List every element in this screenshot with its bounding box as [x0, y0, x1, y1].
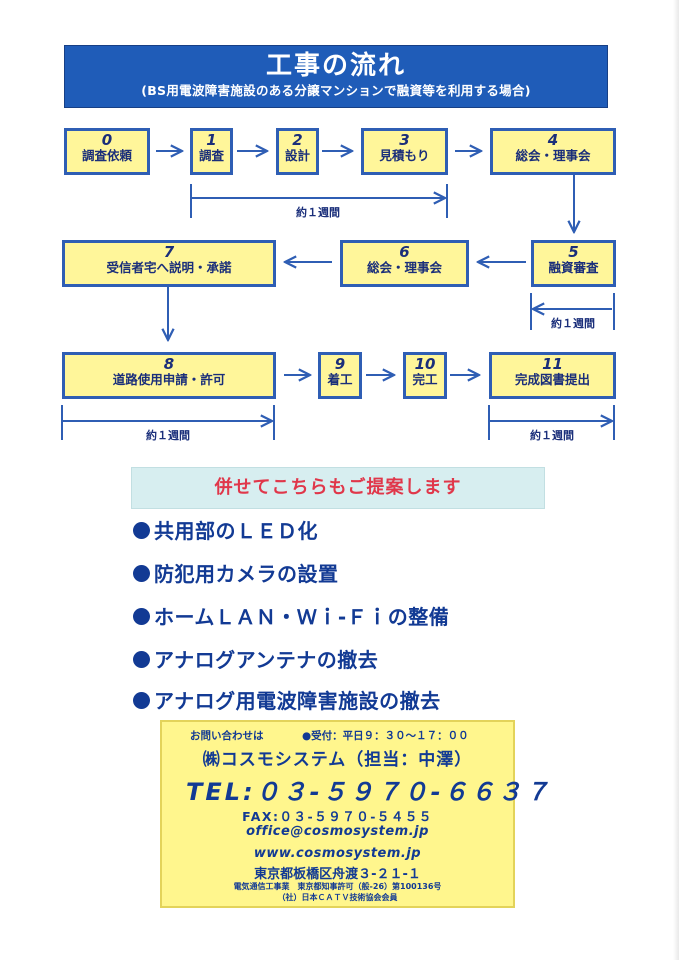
step-box-1: 1 調査 [190, 128, 233, 175]
step-box-2: 2 設計 [276, 128, 319, 175]
association-membership: （社）日本ＣＡＴＶ技術協会会員 [277, 893, 398, 902]
step-label: 見積もり [379, 148, 430, 163]
proposal-item-text: ホームＬＡＮ・Ｗｉ-Ｆｉの整備 [154, 605, 450, 629]
step-box-9: 9 着工 [318, 352, 362, 399]
duration-label-docs: 約１週間 [530, 429, 574, 442]
step-label: 融資審査 [548, 260, 599, 275]
step-box-4: 4 総会・理事会 [490, 128, 616, 175]
duration-label-loan: 約１週間 [551, 317, 595, 330]
step-label: 着工 [327, 372, 353, 387]
duration-label-survey: 約１週間 [296, 206, 340, 219]
page-title: 工事の流れ [265, 51, 406, 81]
step-number: 3 [399, 131, 410, 149]
inquiry-label: お問い合わせは [190, 730, 264, 742]
proposal-item-lan-wifi: ホームＬＡＮ・Ｗｉ-Ｆｉの整備 [133, 601, 449, 630]
step-box-5: 5 融資審査 [531, 240, 616, 287]
proposal-item-text: アナログ用電波障害施設の撤去 [154, 689, 441, 713]
step-number: 8 [163, 355, 175, 373]
proposal-item-antenna: アナログアンテナの撤去 [133, 644, 378, 673]
step-label: 総会・理事会 [366, 260, 442, 275]
step-label: 設計 [284, 148, 310, 163]
proposal-item-text: アナログアンテナの撤去 [154, 648, 379, 672]
step-number: 4 [547, 131, 559, 149]
header-banner: 工事の流れ (BS用電波障害施設のある分譲マンションで融資等を利用する場合) [64, 45, 608, 108]
proposal-heading: 併せてこちらもご提案します [131, 467, 545, 509]
step-number: 6 [399, 243, 410, 261]
step-label: 総会・理事会 [515, 148, 591, 163]
email-address: office@cosmosystem.jp [246, 824, 429, 839]
step-number: 10 [414, 355, 436, 373]
step-label: 調査 [198, 148, 224, 163]
step-box-3: 3 見積もり [361, 128, 448, 175]
phone-number: TEL:０３-５９７０-６６３７ [186, 778, 552, 806]
step-label: 受信者宅へ説明・承諾 [106, 260, 232, 275]
bullet-dot [133, 522, 150, 539]
step-label: 道路使用申請・許可 [112, 372, 226, 387]
step-box-0: 0 調査依頼 [64, 128, 150, 175]
page-subtitle: (BS用電波障害施設のある分譲マンションで融資等を利用する場合) [141, 83, 531, 98]
postal-address: 東京都板橋区舟渡３-２１-１ [254, 867, 421, 882]
step-number: 0 [101, 131, 113, 149]
business-license: 電気通信工事業 東京都知事許可（般-26）第100136号 [233, 882, 442, 891]
step-box-6: 6 総会・理事会 [340, 240, 469, 287]
step-label: 完工 [412, 372, 438, 387]
proposal-item-camera: 防犯用カメラの設置 [133, 558, 339, 587]
step-box-11: 11 完成図書提出 [489, 352, 616, 399]
bullet-dot [133, 565, 150, 582]
step-number: 11 [542, 355, 563, 373]
bullet-dot [133, 651, 150, 668]
step-number: 7 [163, 243, 175, 261]
proposal-item-led: 共用部のＬＥＤ化 [133, 515, 318, 544]
step-box-7: 7 受信者宅へ説明・承諾 [62, 240, 276, 287]
bullet-dot [133, 608, 150, 625]
proposal-item-text: 防犯用カメラの設置 [154, 562, 339, 586]
proposal-item-text: 共用部のＬＥＤ化 [154, 519, 318, 543]
duration-label-road: 約１週間 [146, 429, 190, 442]
page-edge-shadow [673, 0, 679, 960]
proposal-item-interference: アナログ用電波障害施設の撤去 [133, 685, 441, 714]
company-name: ㈱コスモシステム（担当：中澤） [202, 750, 473, 770]
website-url: www.cosmosystem.jp [253, 846, 422, 861]
step-number: 2 [292, 131, 303, 149]
business-hours: ●受付：平日９：３０～１７：００ [302, 730, 469, 742]
step-label: 完成図書提出 [514, 372, 590, 387]
fax-number: FAX:０３-５９７０-５４５５ [242, 809, 433, 824]
contact-box: お問い合わせは ●受付：平日９：３０～１７：００ ㈱コスモシステム（担当：中澤）… [160, 720, 549, 908]
step-box-8: 8 道路使用申請・許可 [62, 352, 276, 399]
step-number: 5 [568, 243, 579, 261]
bullet-dot [133, 692, 150, 709]
step-number: 9 [334, 355, 346, 373]
step-label: 調査依頼 [81, 148, 132, 163]
step-box-10: 10 完工 [403, 352, 447, 399]
step-number: 1 [206, 131, 217, 149]
